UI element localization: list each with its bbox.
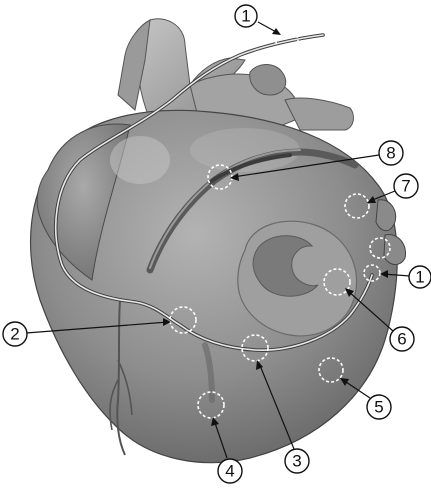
callout-1-right-label: 1: [415, 268, 424, 287]
callout-7-label: 7: [401, 177, 410, 196]
right-side-projection-2: [384, 235, 406, 265]
right-pulmonary-vessel: [285, 98, 353, 130]
callout-6-label: 6: [397, 330, 406, 349]
callout-5-label: 5: [374, 398, 383, 417]
surface-highlight: [110, 136, 170, 184]
right-side-projection: [376, 200, 396, 231]
callout-8-label: 8: [386, 144, 395, 163]
arrowhead-1-top: [272, 28, 281, 35]
callout-2-label: 2: [10, 325, 19, 344]
callout-4-label: 4: [225, 462, 234, 481]
callout-3-label: 3: [292, 452, 301, 471]
callout-1-top-label: 1: [241, 7, 250, 26]
